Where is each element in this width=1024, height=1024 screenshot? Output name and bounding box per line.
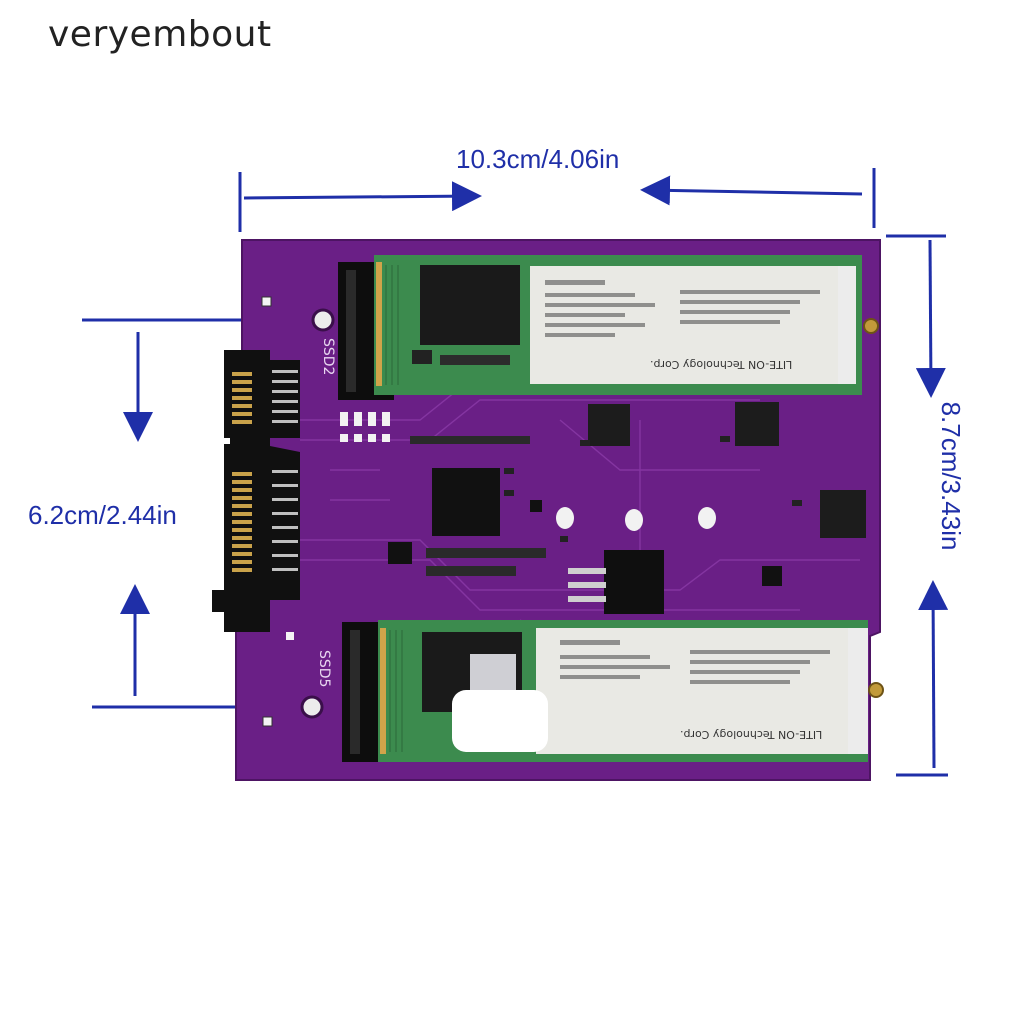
mount-hole bbox=[300, 695, 324, 719]
voltage-regulator bbox=[568, 550, 664, 614]
ssd-top bbox=[374, 255, 879, 395]
ssd-top-maker: LITE-ON Technology Corp. bbox=[650, 358, 793, 371]
height-dimension-label: 6.2cm/2.44in bbox=[28, 500, 177, 530]
sata-connector bbox=[212, 350, 300, 632]
mount-hole bbox=[698, 507, 716, 529]
ssd-bottom bbox=[378, 620, 884, 762]
mount-hole bbox=[625, 509, 643, 531]
controller-chip bbox=[432, 468, 500, 536]
slot-label-ssd2: SSD2 bbox=[320, 338, 336, 376]
mount-hole bbox=[311, 308, 335, 332]
width-dimension-label: 10.3cm/4.06in bbox=[456, 144, 620, 174]
mount-hole bbox=[556, 507, 574, 529]
brand-watermark: veryembout bbox=[48, 14, 272, 55]
ssd-bottom-maker: LITE-ON Technology Corp. bbox=[680, 728, 823, 741]
smd-components bbox=[340, 412, 802, 586]
slot-label-ssd5: SSD5 bbox=[316, 650, 332, 688]
depth-dimension-arrows bbox=[886, 234, 949, 777]
inductor bbox=[588, 402, 866, 538]
width-dimension-arrows bbox=[238, 168, 876, 232]
